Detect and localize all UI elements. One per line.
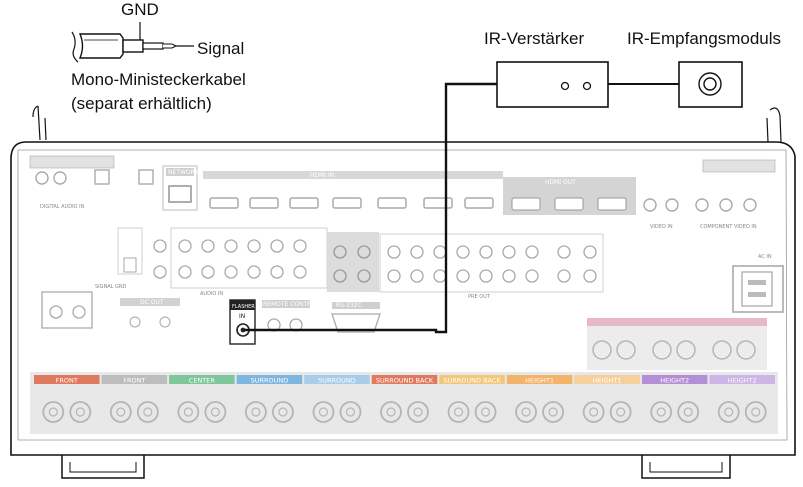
signal-gnd-label: SIGNAL GND (95, 284, 127, 290)
flasher-label: FLASHER (232, 304, 255, 310)
speaker-tab-label: FRONT (56, 377, 78, 385)
video-in-label: VIDEO IN (650, 224, 673, 230)
speaker-tab-label: HEIGHT1 (525, 377, 554, 385)
audio-in-label: AUDIO IN (200, 291, 223, 297)
ir-amplifier-box (497, 62, 608, 107)
flasher-in-jack-icon: FLASHER IN (230, 300, 255, 344)
dc-out-label: DC OUT (140, 299, 164, 306)
digital-audio-in-label: DIGITAL AUDIO IN (40, 204, 85, 210)
speaker-tab-label: SURROUND (251, 377, 289, 385)
ac-in-label: AC IN (758, 254, 772, 260)
network-label: NETWORK (168, 169, 200, 176)
ir-receiver-module-icon (679, 62, 742, 107)
flasher-in-label: IN (239, 313, 245, 320)
pre-out-label: PRE OUT (468, 294, 491, 300)
mono-mini-plug-icon (72, 22, 194, 62)
speaker-section-tabs: FRONT FRONT CENTER SURROUND SURROUND SURROUND… (34, 375, 775, 385)
speaker-tab-label: HEIGHT2 (660, 377, 689, 385)
speaker-tab-label: CENTER (189, 377, 216, 385)
speaker-tab-label: HEIGHT2 (728, 377, 757, 385)
rs232c-label: RS-232C (336, 302, 362, 309)
hdmi-out-label: HDMI OUT (545, 179, 576, 186)
remote-control-label: REMOTE CONTROL (263, 301, 320, 308)
speaker-tab-label: SURROUND (318, 377, 356, 385)
av-receiver-rear-panel: NETWORK HDMI IN HDMI OUT DIGITAL AUDIO I… (11, 106, 795, 478)
hdmi-in-label: HDMI IN (310, 172, 334, 179)
speaker-tab-label: SURROUND BACK (376, 377, 434, 385)
speaker-tab-label: HEIGHT1 (593, 377, 622, 385)
component-video-in-label: COMPONENT VIDEO IN (700, 224, 757, 230)
speaker-tab-label: FRONT (123, 377, 145, 385)
speaker-tab-label: SURROUND BACK (443, 377, 501, 385)
